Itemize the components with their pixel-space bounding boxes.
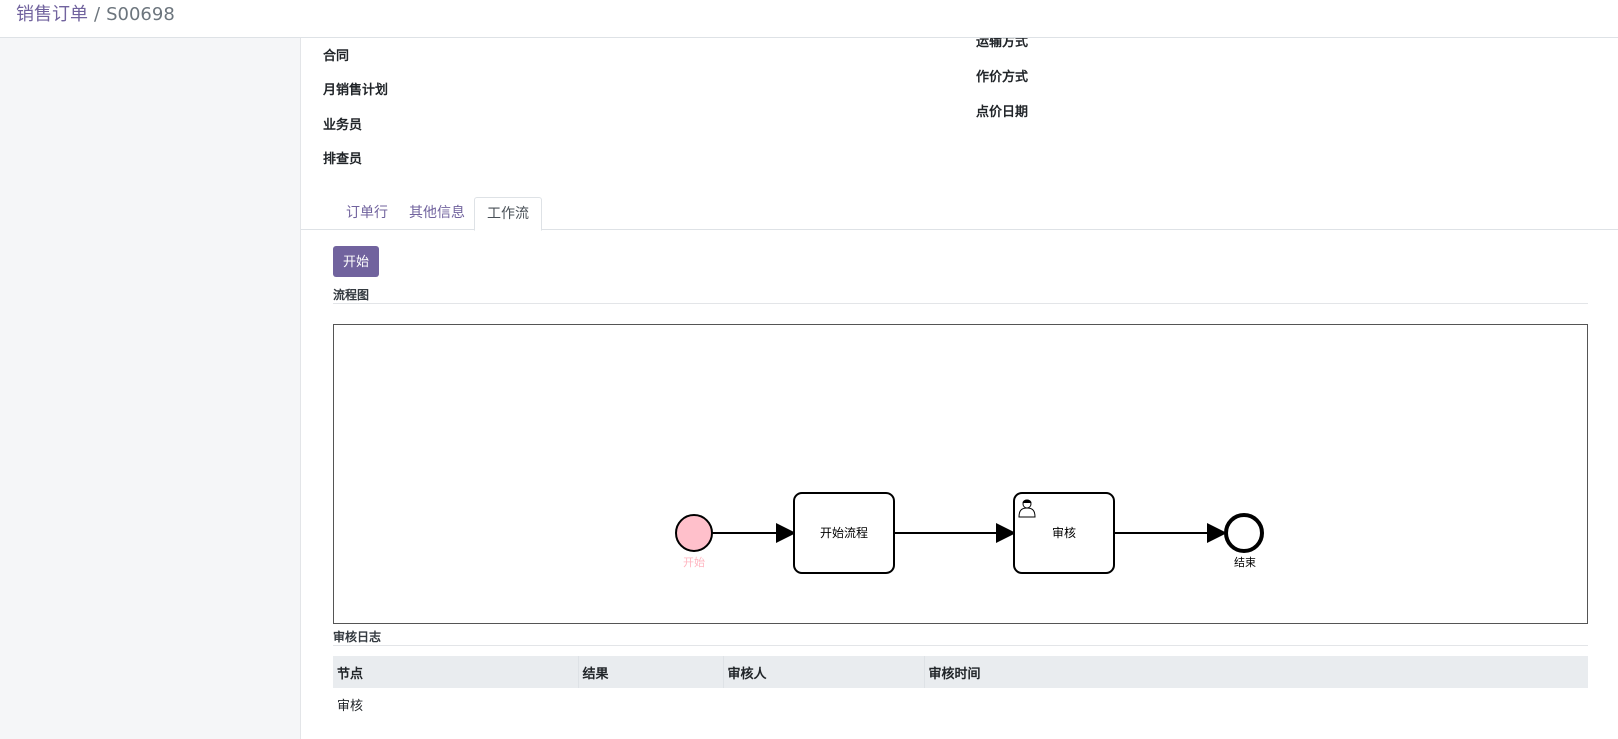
tab-workflow[interactable]: 工作流 [474, 197, 542, 231]
start-workflow-button[interactable]: 开始 [333, 246, 379, 277]
breadcrumb-root-link[interactable]: 销售订单 [16, 4, 88, 25]
start-event-label: 开始 [683, 555, 705, 569]
diagram-section-title: 流程图 [333, 288, 370, 302]
log-section-title: 审核日志 [333, 630, 382, 644]
field-label-contract: 合同 [323, 49, 350, 64]
cell-reviewer [723, 688, 924, 720]
field-label-salesperson: 业务员 [323, 118, 363, 133]
breadcrumb-current: S00698 [106, 4, 175, 25]
field-label-inspector: 排查员 [323, 152, 363, 167]
field-label-transport: 运输方式 [976, 38, 1029, 50]
cell-result [578, 688, 723, 720]
column-header-review-time[interactable]: 审核时间 [924, 656, 1588, 688]
sidebar [0, 38, 301, 739]
field-label-pricing-date: 点价日期 [976, 105, 1029, 120]
main-content: 合同 月销售计划 业务员 排查员 运输方式 作价方式 点价日期 订单行 其他信息… [301, 38, 1618, 739]
task-review-label: 审核 [1052, 525, 1076, 540]
cell-node: 审核 [337, 698, 364, 714]
field-label-monthly-plan: 月销售计划 [323, 83, 389, 98]
start-event-node[interactable] [675, 514, 713, 552]
tab-order-lines[interactable]: 订单行 [346, 205, 388, 221]
task-start-process-label: 开始流程 [820, 525, 868, 540]
column-header-reviewer[interactable]: 审核人 [723, 656, 925, 688]
table-row[interactable]: 审核 [333, 688, 1588, 720]
end-event-node[interactable] [1224, 513, 1264, 553]
workflow-diagram-svg: 开始 开始流程 审核 结束 [675, 492, 1264, 574]
end-event-label: 结束 [1234, 556, 1256, 569]
divider [333, 303, 1588, 304]
tab-other-info[interactable]: 其他信息 [409, 205, 465, 221]
cell-review-time [924, 688, 1588, 720]
workflow-diagram: 开始 开始流程 审核 结束 [333, 324, 1588, 624]
column-header-node[interactable]: 节点 [333, 656, 579, 688]
review-log-table: 节点 结果 审核人 审核时间 审核 [333, 656, 1588, 720]
breadcrumb: 销售订单 /S00698 [16, 3, 175, 27]
field-label-pricing-method: 作价方式 [976, 70, 1029, 85]
user-task-icon [1018, 499, 1036, 518]
breadcrumb-separator: / [94, 4, 101, 25]
divider [333, 645, 1588, 646]
notebook-tabs: 订单行 其他信息 工作流 [301, 197, 1618, 231]
table-header-row: 节点 结果 审核人 审核时间 [333, 656, 1588, 688]
top-bar: 销售订单 /S00698 [0, 0, 1618, 38]
column-header-result[interactable]: 结果 [578, 656, 724, 688]
